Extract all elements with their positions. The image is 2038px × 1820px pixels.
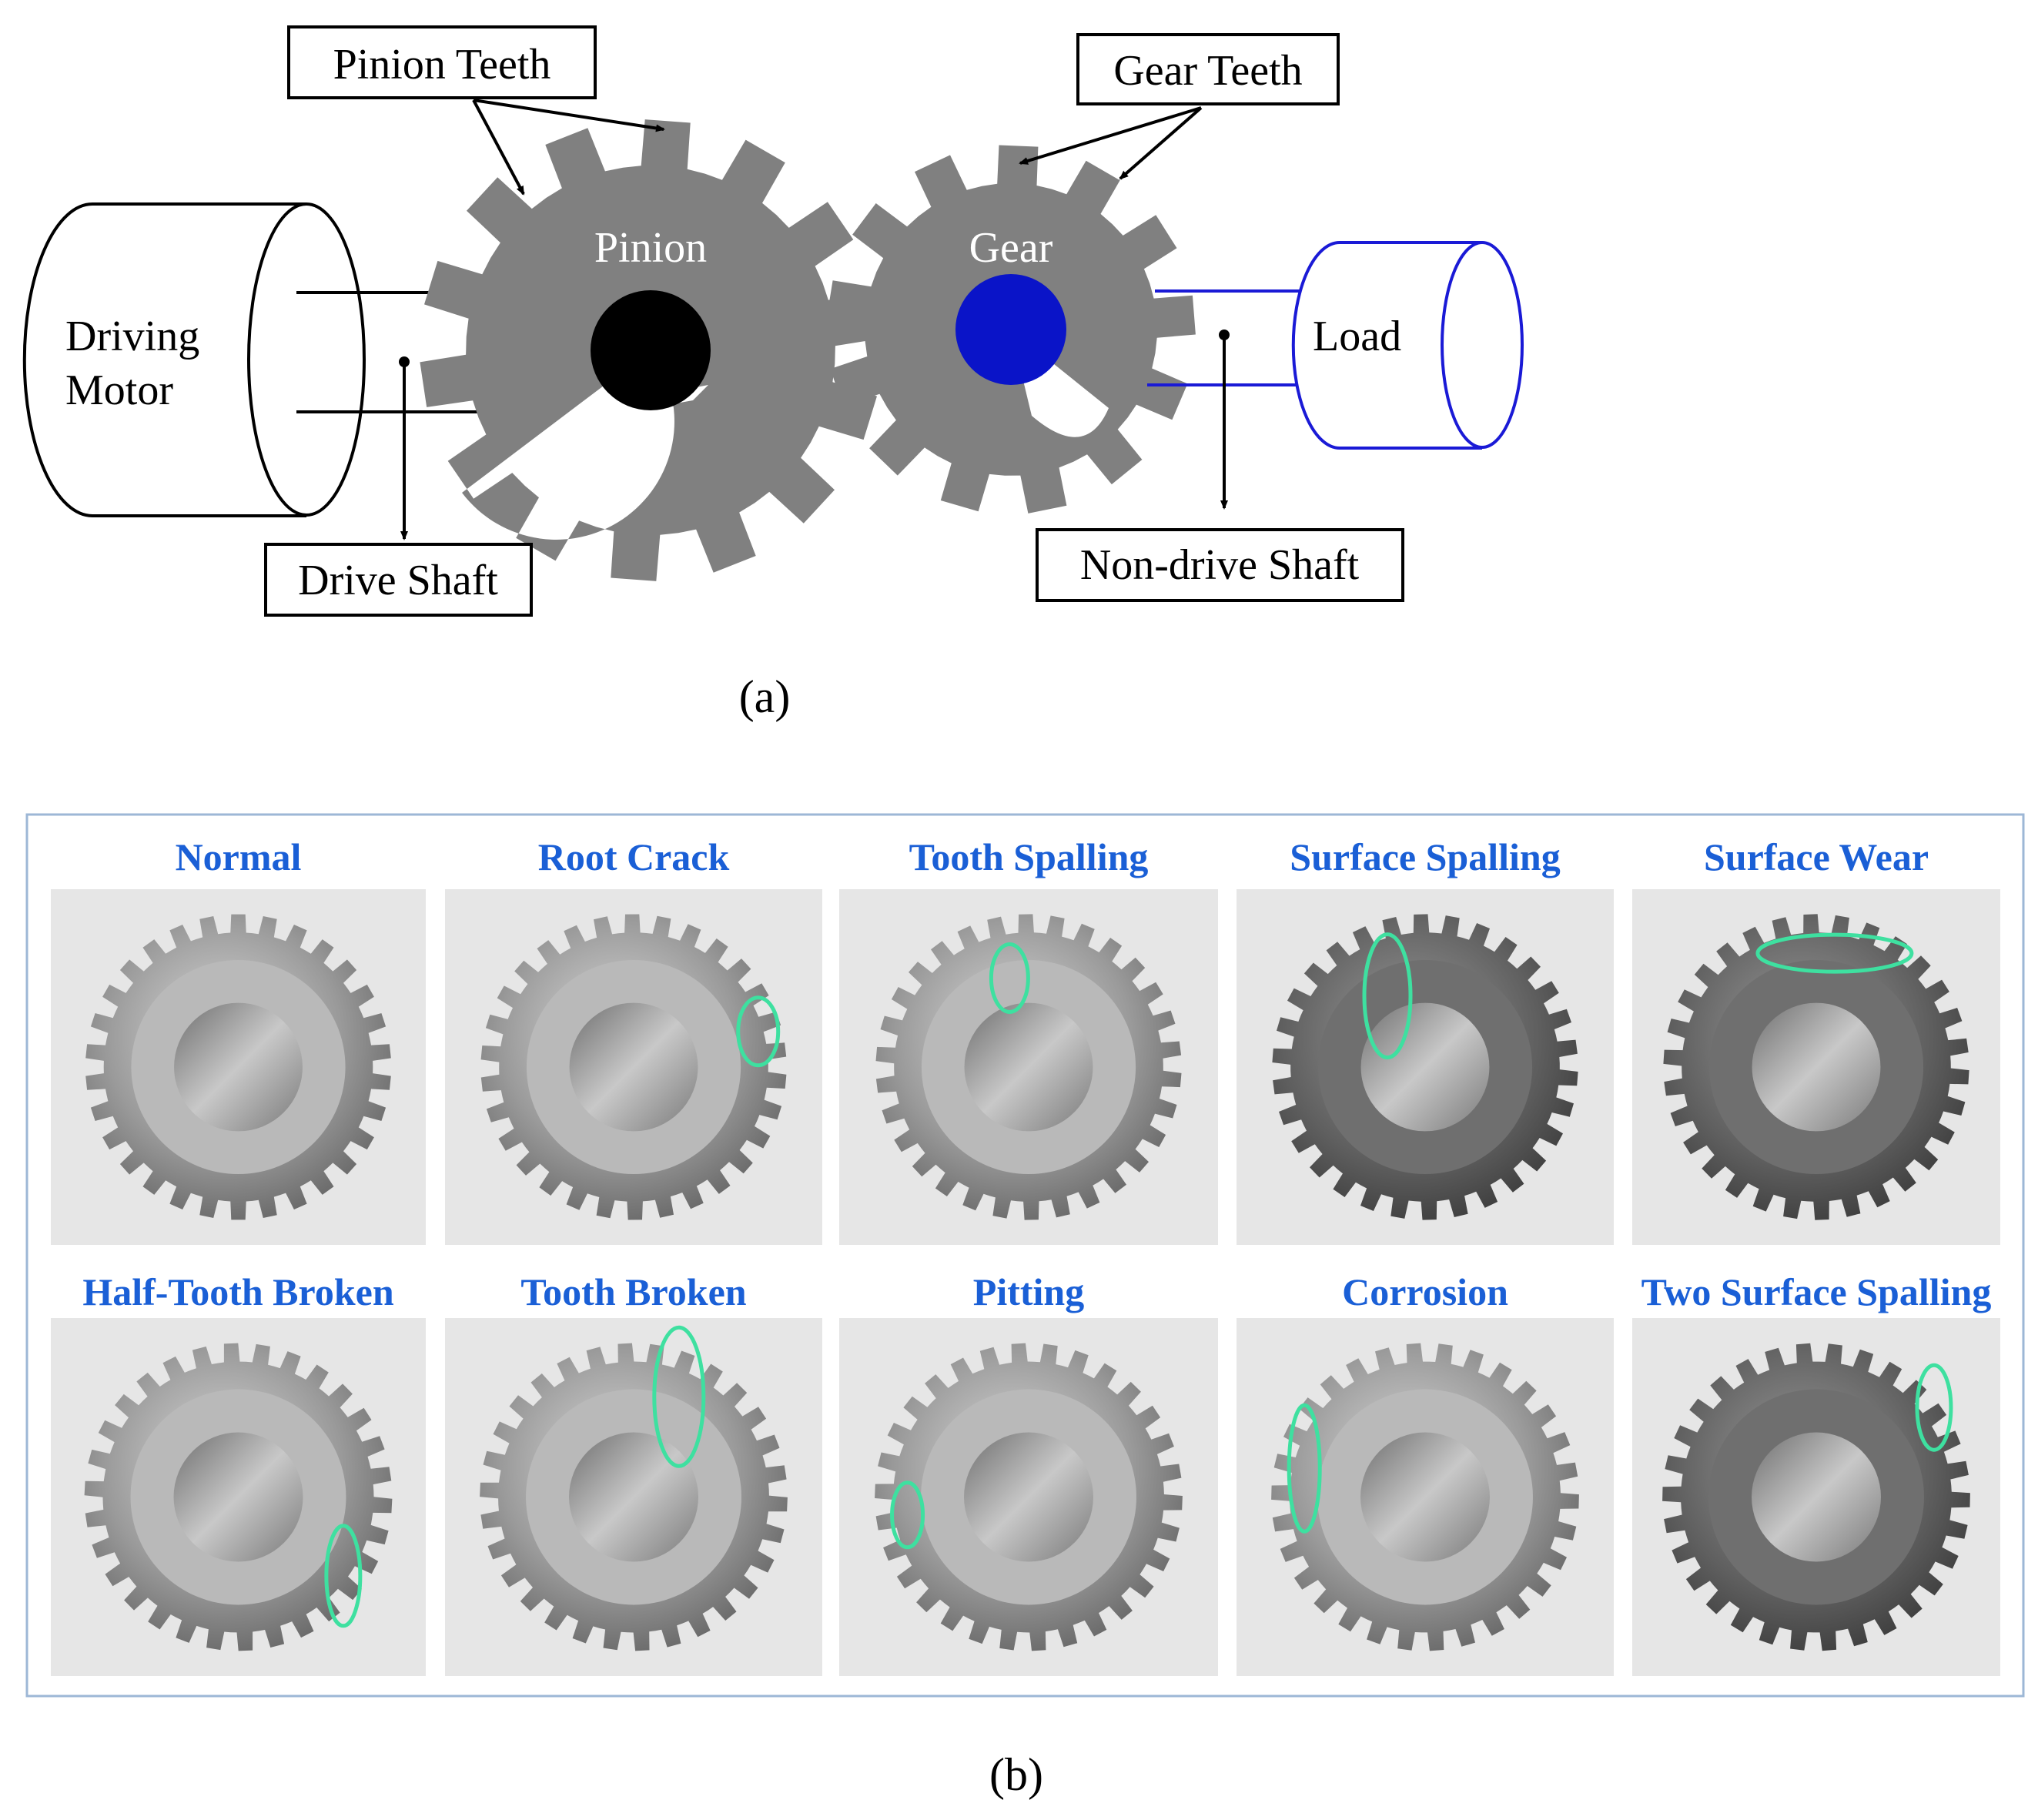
condition-label: Tooth Spalling	[909, 835, 1149, 878]
condition-cell: Tooth Spalling	[839, 835, 1218, 1245]
gear-teeth-label: Gear Teeth	[1113, 47, 1302, 95]
gear-bore	[1752, 1002, 1881, 1132]
gear-bore	[174, 1002, 303, 1132]
condition-cell: Normal	[51, 835, 426, 1245]
driving-motor-label-2: Motor	[65, 366, 173, 414]
pinion-label: Pinion	[594, 224, 707, 272]
fault-highlight	[1362, 932, 1413, 1060]
gear-bore	[173, 1432, 303, 1562]
pinion-crack	[554, 385, 708, 477]
condition-cell: Root Crack	[445, 835, 822, 1245]
condition-label: Surface Wear	[1704, 835, 1929, 878]
condition-cell: Two Surface Spalling	[1632, 1270, 2000, 1676]
gear-hub	[955, 274, 1066, 385]
fault-highlight	[890, 1480, 925, 1550]
condition-cell: Half-Tooth Broken	[51, 1270, 426, 1676]
condition-cell: Surface Spalling	[1237, 835, 1614, 1245]
non-drive-shaft-callout: Non-drive Shaft	[1036, 528, 1404, 602]
pinion-teeth-callout: Pinion Teeth	[287, 25, 665, 196]
fault-highlight	[989, 942, 1030, 1014]
fault-highlight	[324, 1524, 363, 1628]
condition-label: Tooth Broken	[520, 1270, 746, 1313]
condition-label: Half-Tooth Broken	[82, 1270, 393, 1313]
condition-label: Corrosion	[1342, 1270, 1508, 1313]
gear-label: Gear	[969, 224, 1053, 272]
condition-label: Normal	[176, 835, 302, 878]
panel-a-caption: (a)	[739, 671, 791, 722]
fault-highlight	[1915, 1363, 1953, 1452]
load-label: Load	[1313, 313, 1401, 360]
load: Load	[1147, 241, 1524, 510]
gear-bore	[569, 1002, 698, 1132]
gear-bore	[964, 1002, 1093, 1132]
condition-cell: Pitting	[839, 1270, 1218, 1676]
condition-label: Root Crack	[538, 835, 730, 878]
driven-gear: Gear	[826, 145, 1196, 514]
condition-label: Two Surface Spalling	[1641, 1270, 1992, 1313]
pinion-hub	[591, 290, 711, 410]
fault-highlight	[1287, 1403, 1322, 1534]
gear-bore	[1360, 1002, 1490, 1132]
panel-b-caption: (b)	[989, 1749, 1043, 1800]
drive-shaft-label: Drive Shaft	[298, 557, 498, 604]
gear-bore	[1752, 1432, 1881, 1562]
pinion-teeth-label: Pinion Teeth	[333, 41, 551, 89]
gear-bore	[569, 1432, 698, 1562]
fault-highlight	[1755, 932, 1914, 974]
condition-label: Surface Spalling	[1290, 835, 1560, 878]
condition-cell: Corrosion	[1237, 1270, 1614, 1676]
drive-shaft-callout: Drive Shaft	[264, 543, 533, 617]
driving-motor-label-1: Driving	[65, 313, 199, 360]
condition-cell: Tooth Broken	[445, 1270, 822, 1676]
non-drive-shaft-label: Non-drive Shaft	[1080, 541, 1360, 589]
panel-b: Normal Root Crack Tooth Spalling Surface Sp…	[25, 813, 2025, 1800]
gear-teeth-callout: Gear Teeth	[1019, 33, 1340, 180]
fault-highlight	[652, 1325, 706, 1468]
pinion-gear: Pinion	[420, 119, 882, 581]
panel-a: Driving Motor Pinion Gear	[22, 25, 1524, 722]
fault-highlight	[736, 995, 781, 1068]
condition-label: Pitting	[973, 1270, 1084, 1313]
condition-cell: Surface Wear	[1632, 835, 2000, 1245]
gear-bore	[1360, 1432, 1490, 1562]
gear-bore	[964, 1432, 1093, 1562]
driving-motor: Driving Motor	[22, 202, 366, 517]
